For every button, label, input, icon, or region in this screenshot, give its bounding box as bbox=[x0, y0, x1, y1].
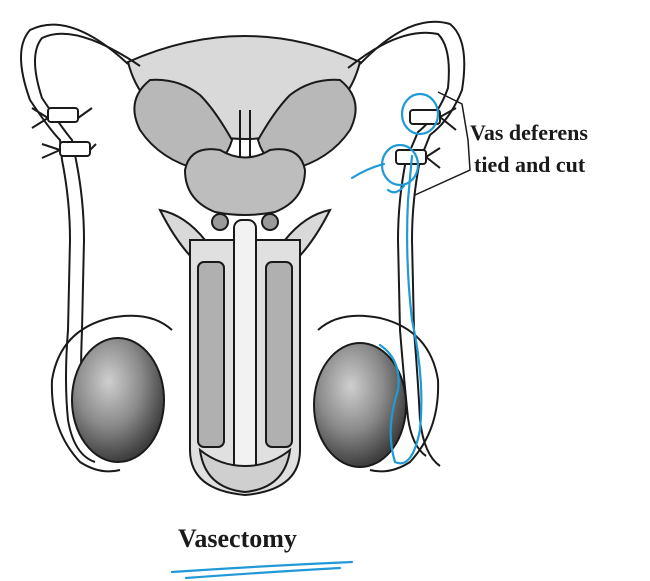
testis-left bbox=[72, 338, 164, 462]
label-pointer bbox=[415, 92, 470, 195]
tie-left-lower bbox=[42, 142, 96, 158]
bulbourethral-gland-right bbox=[262, 214, 278, 230]
figure-caption: Vasectomy bbox=[178, 524, 297, 554]
urethra bbox=[234, 220, 256, 485]
tie-left-upper bbox=[32, 108, 92, 128]
vas-deferens-label-line2: tied and cut bbox=[474, 152, 585, 178]
caption-underline bbox=[172, 562, 352, 578]
vas-deferens-label-line1: Vas deferens bbox=[470, 120, 588, 146]
corpus-cavernosum-right bbox=[266, 262, 292, 447]
prostate bbox=[185, 149, 305, 215]
corpus-cavernosum-left bbox=[198, 262, 224, 447]
annotation-tick bbox=[352, 164, 384, 178]
bulbourethral-gland-left bbox=[212, 214, 228, 230]
